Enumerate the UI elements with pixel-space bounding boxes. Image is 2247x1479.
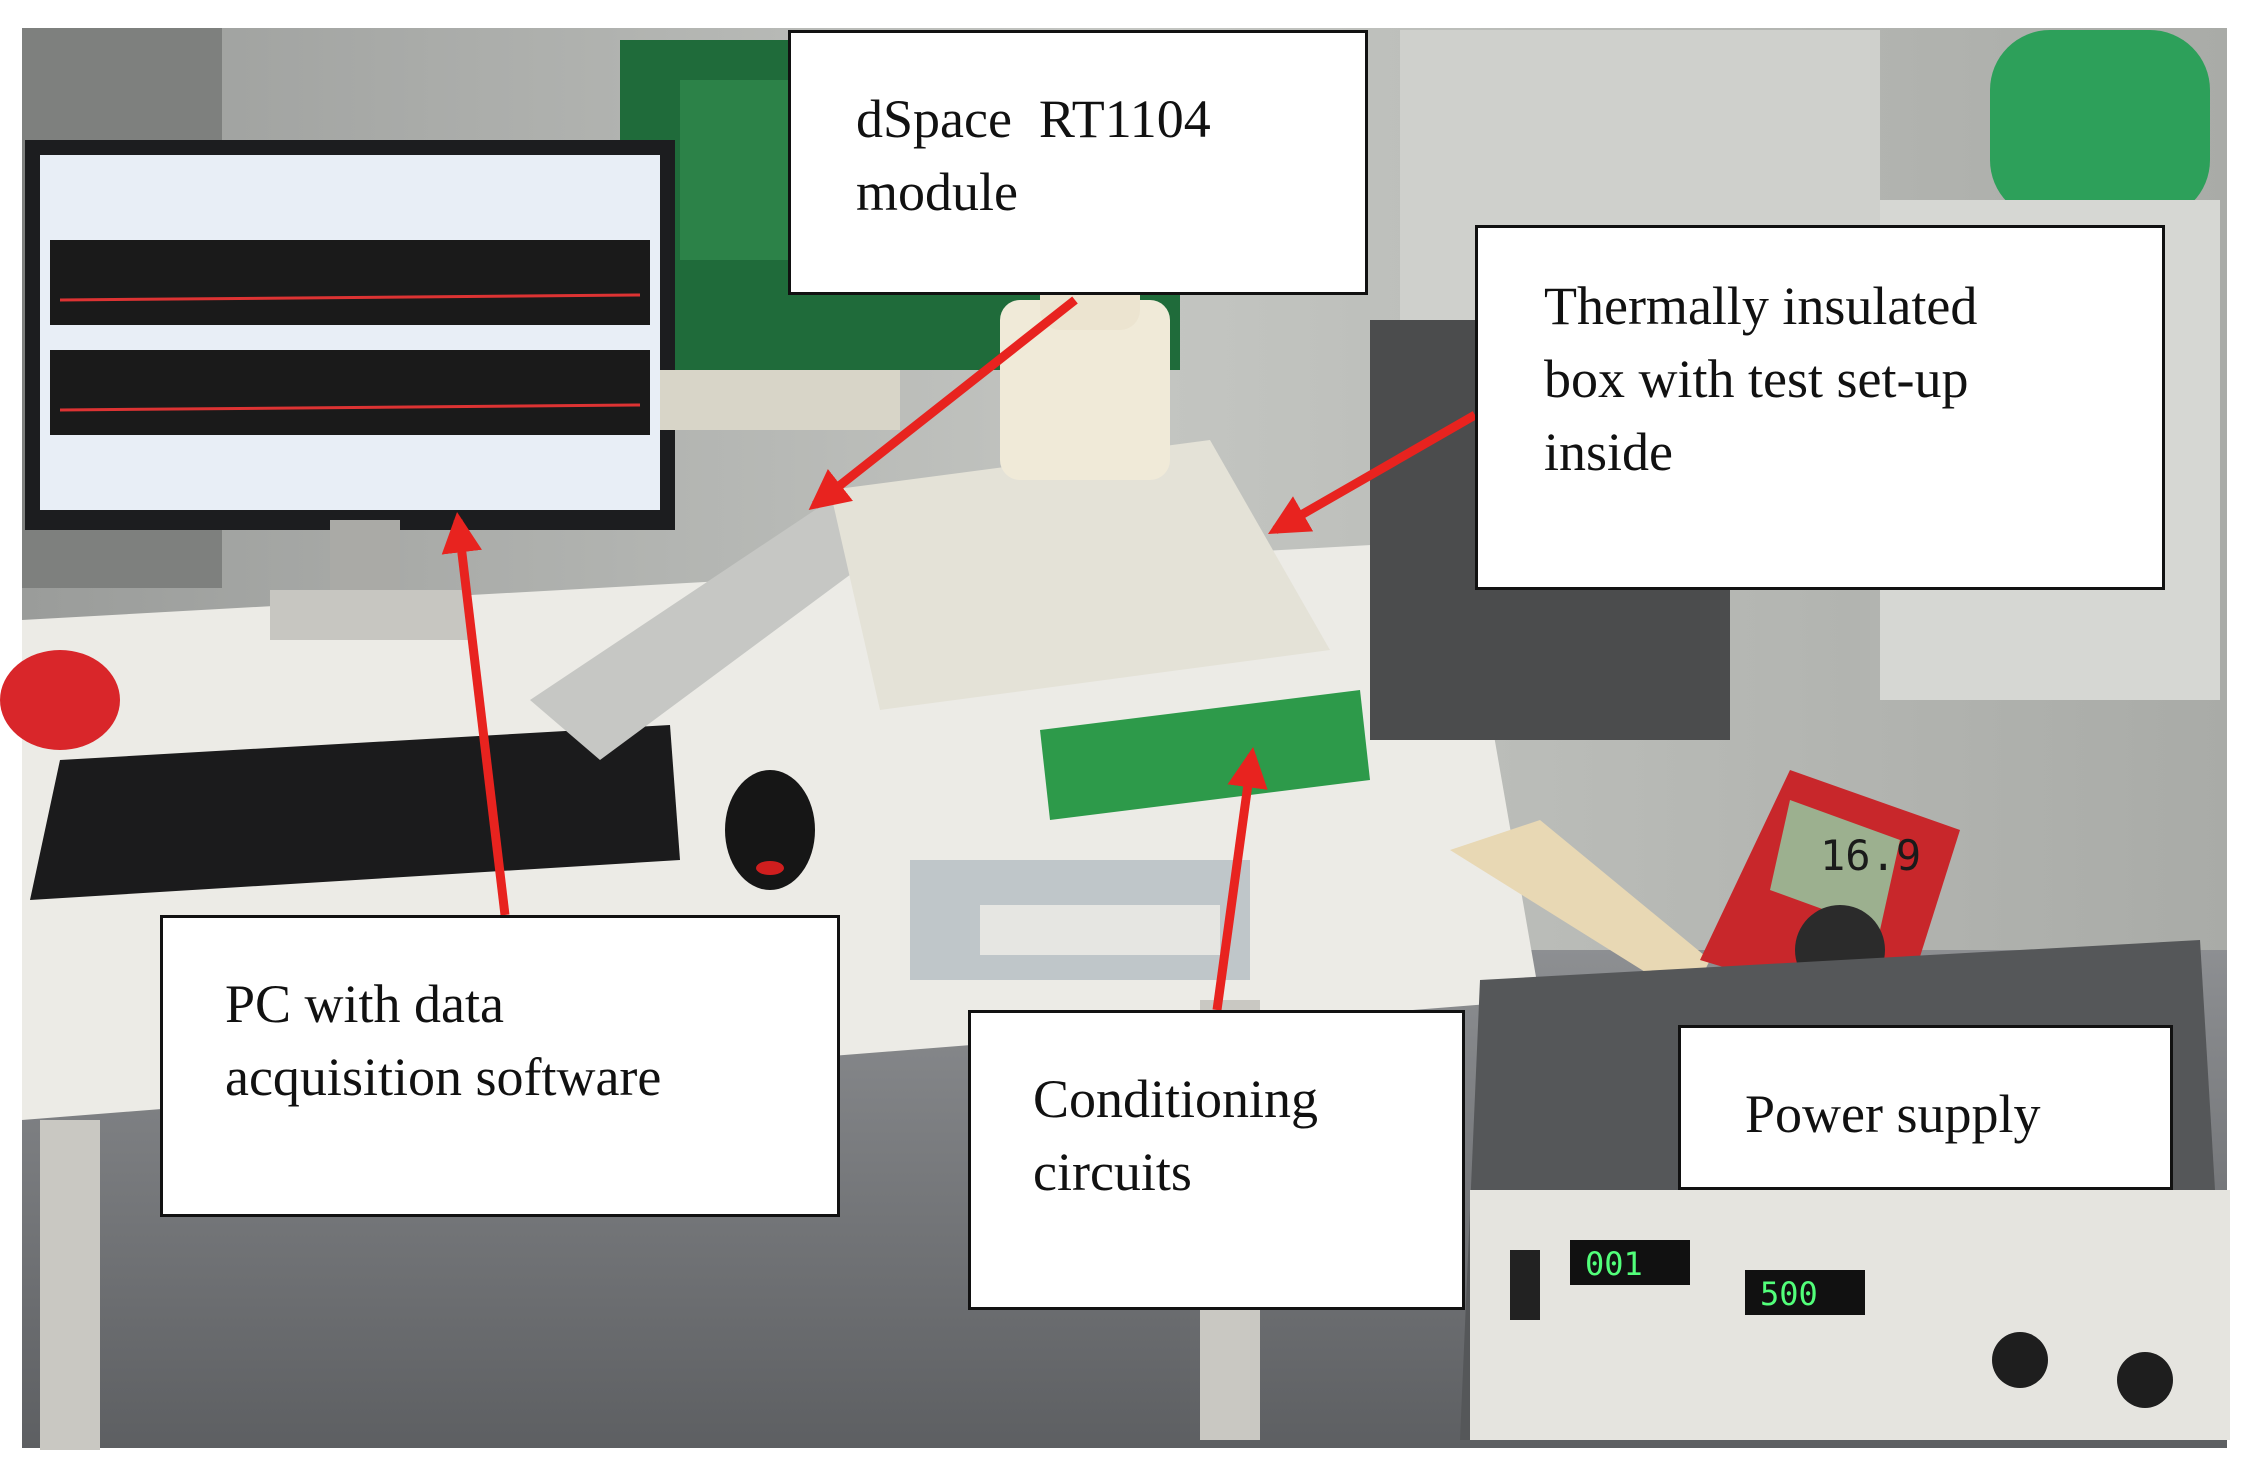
callout-box-line-3: inside [1544, 421, 1673, 482]
callout-pc-line-2: acquisition software [225, 1046, 662, 1107]
callout-dspace-line-1: dSpace RT1104 [856, 89, 1211, 149]
callout-conditioning-line-1: Conditioning [1033, 1069, 1319, 1129]
power-strip [1450, 820, 1710, 1000]
keyboard [30, 725, 680, 900]
callout-conditioning-circuits: Conditioning circuits [968, 1010, 1465, 1310]
callout-pc-software: PC with data acquisition software [160, 915, 840, 1217]
callout-box-line-2: box with test set-up [1544, 348, 1969, 409]
callout-power-supply: Power supply [1678, 1025, 2173, 1190]
callout-conditioning-line-2: circuits [1033, 1141, 1192, 1202]
power-supply: 001 500 [1460, 940, 2230, 1440]
callout-pc-line-1: PC with data [225, 974, 504, 1034]
callout-dspace-module: dSpace RT1104 module [788, 30, 1368, 295]
callout-box-line-1: Thermally insulated [1544, 276, 1978, 336]
green-fan [1990, 30, 2210, 220]
callout-insulated-box: Thermally insulated box with test set-up… [1475, 225, 2165, 590]
psu-voltage-readout: 001 [1585, 1245, 1643, 1283]
psu-current-readout: 500 [1760, 1275, 1818, 1313]
arrow-box [1267, 411, 1478, 535]
multimeter-readout: 16.9 [1820, 831, 1921, 880]
arrow-dspace [808, 296, 1078, 511]
insulated-box [830, 440, 1330, 710]
dspace-unit [530, 500, 870, 760]
monitor [25, 140, 675, 640]
callout-power-line-1: Power supply [1745, 1084, 2041, 1144]
callout-dspace-line-2: module [856, 161, 1018, 222]
arrow-conditioning [1212, 746, 1268, 1011]
circuit-board [1040, 690, 1370, 820]
mouse [725, 770, 815, 890]
arrow-pc [441, 511, 510, 916]
